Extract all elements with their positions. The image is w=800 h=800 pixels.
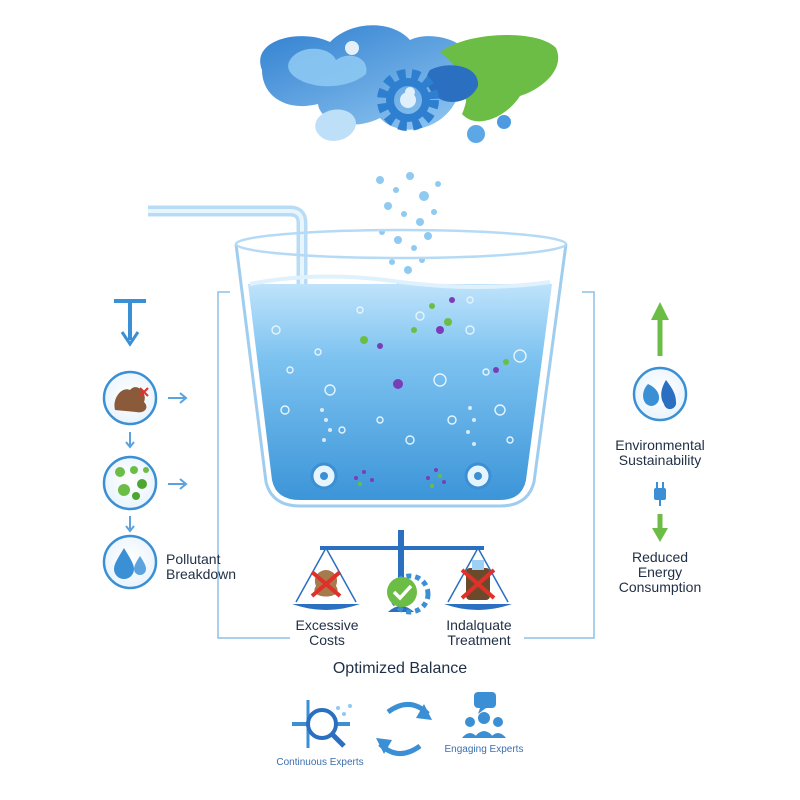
inflow-arrow-icon <box>114 299 146 347</box>
excessive-costs-label: Excessive Costs <box>295 617 359 648</box>
inadequate-treatment-label: Indalquate Treatment <box>446 617 512 648</box>
engaging-experts-caption: Engaging Experts <box>444 744 524 755</box>
bottle-icon <box>460 560 496 600</box>
pollutant-breakdown-label: Pollutant Breakdown <box>166 551 237 582</box>
inlet-pipe <box>148 205 308 360</box>
optimized-balance-title: Optimized Balance <box>332 660 468 677</box>
arrow-right-icon <box>168 392 188 404</box>
gear-icon <box>377 69 439 131</box>
water-splash-illustration <box>260 25 559 293</box>
environmental-sustainability-label: Environmental Sustainability <box>615 437 705 468</box>
money-bag-icon <box>310 570 342 598</box>
droplets-icon <box>102 534 158 590</box>
balance-scale <box>292 530 512 615</box>
leaf-drop-icon <box>632 366 688 422</box>
team-chat-icon <box>462 692 506 738</box>
arrow-up-icon <box>651 302 669 356</box>
reduced-energy-label: Reduced Energy Consumption <box>618 549 702 595</box>
right-bracket <box>524 291 595 639</box>
left-bracket <box>217 291 290 639</box>
arrow-down-icon <box>125 516 135 533</box>
pollutant-icon <box>102 370 158 426</box>
arrow-right-icon <box>168 478 188 490</box>
refresh-cycle-icon <box>376 702 432 756</box>
continuous-experts-caption: Continuous Experts <box>276 757 364 768</box>
plug-icon <box>654 482 666 506</box>
aerator-left <box>310 462 338 490</box>
treatment-tank <box>234 228 568 508</box>
particles-icon <box>102 455 158 511</box>
check-gear-icon <box>387 573 431 615</box>
aerator-right <box>464 462 492 490</box>
magnifier-pipeline-icon <box>292 700 352 748</box>
arrow-down-icon <box>125 432 135 449</box>
arrow-down-icon <box>652 514 668 542</box>
